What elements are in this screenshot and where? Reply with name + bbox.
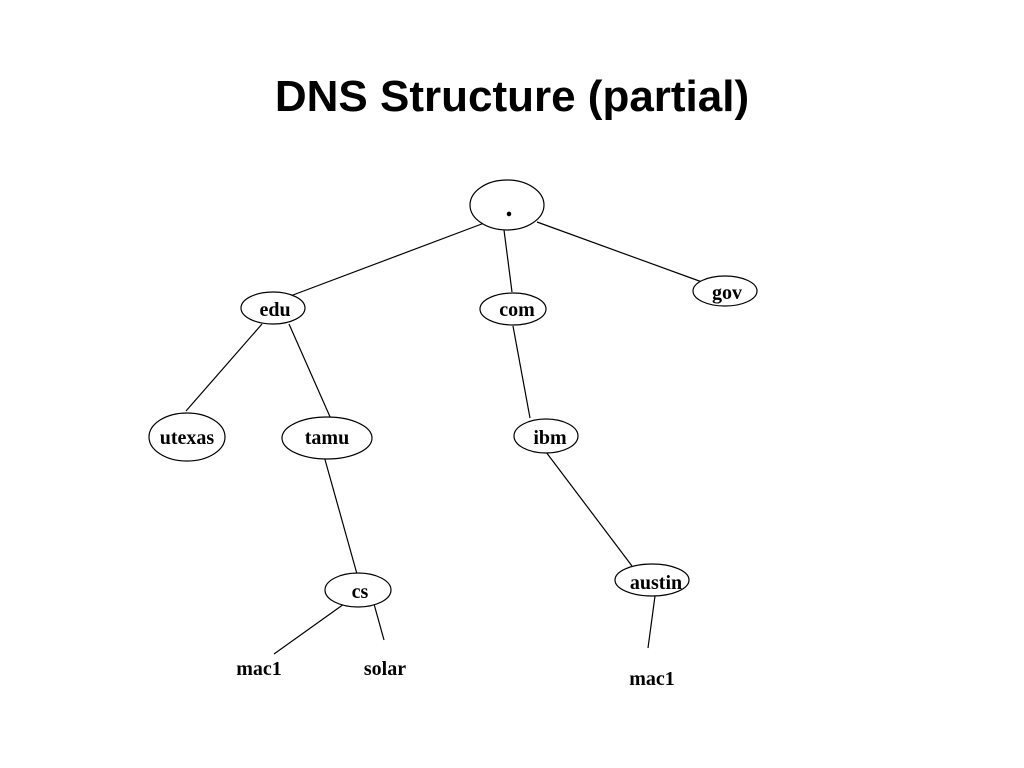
node-utexas: utexas bbox=[148, 412, 226, 462]
node-utexas-label: utexas bbox=[160, 427, 215, 449]
node-cs-label: cs bbox=[352, 581, 369, 603]
edge-tamu-cs bbox=[323, 455, 358, 575]
host-austin-mac1-label: mac1 bbox=[629, 668, 675, 690]
node-tamu: tamu bbox=[281, 416, 373, 460]
node-austin-label: austin bbox=[630, 572, 682, 594]
edge-root-gov bbox=[536, 221, 703, 283]
node-gov-label: gov bbox=[712, 282, 742, 304]
edge-root-edu bbox=[284, 221, 488, 299]
edge-edu-tamu bbox=[288, 323, 332, 420]
node-ibm-ellipse bbox=[513, 418, 579, 454]
edge-edu-utexas bbox=[185, 323, 263, 412]
node-root-label: . bbox=[506, 192, 513, 223]
edge-com-ibm bbox=[512, 325, 531, 419]
edge-root-com bbox=[503, 229, 513, 293]
edge-ibm-austin bbox=[545, 451, 633, 567]
node-gov: gov bbox=[692, 275, 758, 307]
edge-austin-mac1 bbox=[647, 595, 656, 649]
node-austin: austin bbox=[614, 563, 690, 597]
node-cs: cs bbox=[324, 572, 392, 608]
slide-title: DNS Structure (partial) bbox=[274, 72, 750, 121]
node-edu-ellipse bbox=[240, 291, 306, 325]
node-ibm-label: ibm bbox=[533, 427, 567, 449]
node-austin-ellipse bbox=[614, 563, 690, 597]
host-cs-mac1-label: mac1 bbox=[236, 658, 282, 680]
node-tamu-label: tamu bbox=[305, 427, 349, 449]
node-com: com bbox=[479, 292, 547, 326]
node-com-label: com bbox=[499, 299, 535, 321]
node-tamu-ellipse bbox=[281, 416, 373, 460]
node-cs-ellipse bbox=[324, 572, 392, 608]
edge-cs-mac1 bbox=[273, 603, 345, 655]
node-utexas-ellipse bbox=[148, 412, 226, 462]
node-edu-label: edu bbox=[259, 299, 290, 321]
tree-edges bbox=[185, 221, 703, 655]
edge-cs-solar bbox=[373, 603, 385, 641]
node-com-ellipse bbox=[479, 292, 547, 326]
node-root: . bbox=[469, 179, 545, 231]
node-gov-ellipse bbox=[692, 275, 758, 307]
node-edu: edu bbox=[240, 291, 306, 325]
host-cs-solar-label: solar bbox=[364, 658, 406, 680]
node-root-ellipse bbox=[469, 179, 545, 231]
node-ibm: ibm bbox=[513, 418, 579, 454]
